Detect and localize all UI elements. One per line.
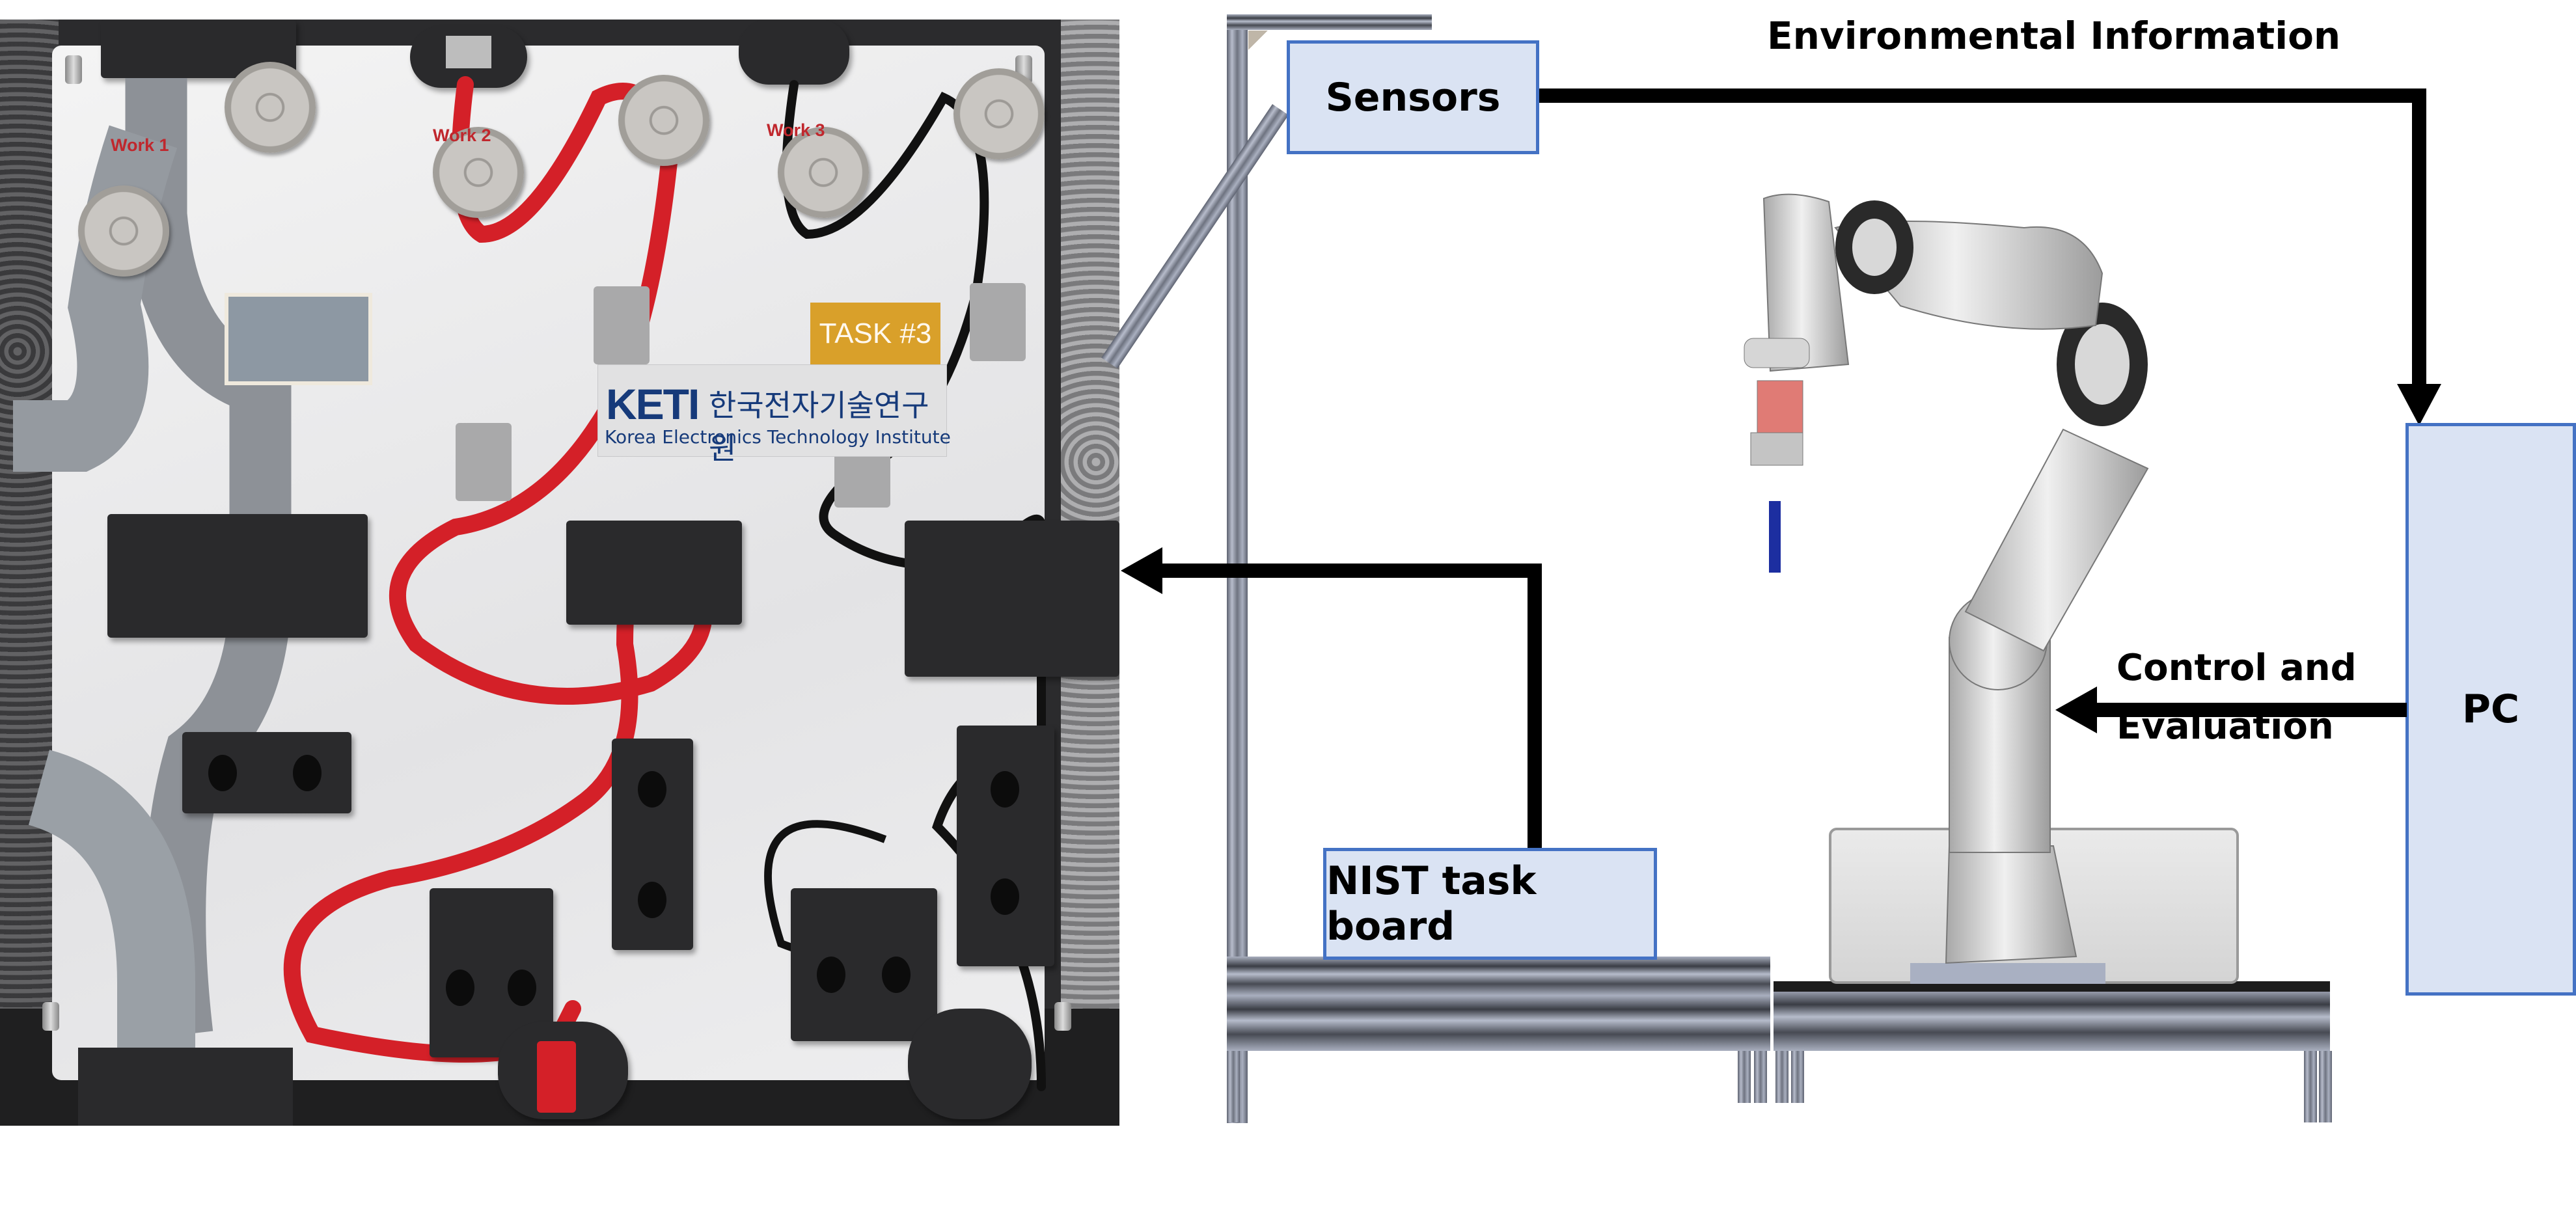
hole xyxy=(293,755,322,791)
corner-bolt xyxy=(1054,1002,1071,1031)
table-leg xyxy=(1754,1051,1767,1103)
pc-label: PC xyxy=(2461,686,2519,732)
rj45-jack-icon xyxy=(446,36,491,68)
cable-clip xyxy=(456,423,512,501)
ribbon-clamp xyxy=(225,293,372,385)
env-info-arrow-horizontal xyxy=(1539,88,2426,103)
control-arrow-line xyxy=(2096,703,2407,717)
table-leg xyxy=(1227,1051,1240,1122)
hole xyxy=(991,771,1019,808)
robot-base-link xyxy=(1945,845,2077,964)
institute-korean-name: 한국전자기술연구원 xyxy=(709,388,929,466)
robot-mount-plate xyxy=(1910,963,2105,984)
guide-block xyxy=(791,888,937,1041)
robot-link-head xyxy=(1762,193,1850,372)
gripper-body xyxy=(1757,380,1803,433)
ethernet-plug xyxy=(537,1041,576,1113)
black-cable-fixture xyxy=(905,521,1119,677)
work-1-label: Work 1 xyxy=(111,135,169,155)
task-table-rail xyxy=(1227,996,1770,1051)
task-number-badge: TASK #3 xyxy=(810,303,940,364)
keti-logo: KETI xyxy=(606,380,700,428)
tool-tip xyxy=(1769,501,1781,573)
standoff xyxy=(78,185,169,277)
sensors-label: Sensors xyxy=(1325,74,1501,120)
ribbon-fixture xyxy=(107,514,368,638)
robot-joint-wrist-cap xyxy=(1852,219,1897,276)
round-connector-top xyxy=(739,20,849,85)
workcell-diagram: Sensors Environmental Information PC Con… xyxy=(1101,0,2576,1209)
task-table-top xyxy=(1227,957,1770,996)
hole xyxy=(508,970,536,1006)
hole xyxy=(638,771,666,808)
env-info-arrow-vertical xyxy=(2412,88,2426,394)
cable-clip xyxy=(594,286,650,364)
round-connector-bottom xyxy=(908,1009,1032,1119)
robot-table-top xyxy=(1774,981,2330,992)
robot-flange xyxy=(1744,338,1810,368)
frame-top-beam xyxy=(1227,14,1432,30)
task-board-label: NIST task board xyxy=(1326,858,1537,949)
table-leg xyxy=(1791,1051,1804,1103)
taskboard-arrow-vertical xyxy=(1528,564,1542,848)
work-2-label: Work 2 xyxy=(433,126,491,145)
table-leg xyxy=(2319,1051,2332,1122)
hole xyxy=(208,755,237,791)
env-info-arrowhead-icon xyxy=(2397,384,2441,426)
taskboard-arrow-horizontal xyxy=(1145,564,1542,578)
task-board-node: NIST task board xyxy=(1323,848,1657,960)
table-leg xyxy=(1738,1051,1751,1103)
corner-bolt xyxy=(42,1002,59,1031)
hole xyxy=(991,878,1019,915)
robot-link-upper xyxy=(1964,428,2149,652)
vertical-guide-block xyxy=(957,726,1054,966)
control-label-line1: Control and xyxy=(2117,647,2357,689)
robot-arm-drawing xyxy=(1744,193,2149,964)
control-label-line2: Evaluation xyxy=(2117,705,2334,748)
standoff xyxy=(953,68,1045,159)
environmental-information-label: Environmental Information xyxy=(1767,14,2341,58)
standoff xyxy=(225,62,316,153)
institute-sign: KETI 한국전자기술연구원 Korea Electronics Technol… xyxy=(597,364,951,466)
pc-node: PC xyxy=(2405,423,2576,996)
table-leg xyxy=(2304,1051,2317,1122)
taskboard-arrowhead-icon xyxy=(1121,547,1162,594)
ribbon-connector-bottom xyxy=(78,1048,293,1126)
control-arrowhead-icon xyxy=(2055,686,2097,733)
standoff xyxy=(778,127,869,218)
ribbon-cable xyxy=(27,750,195,1074)
hole xyxy=(817,957,845,993)
hole xyxy=(882,957,911,993)
task-board-photo: Work 1 Work 2 Work 3 TASK #3 KETI 한국전자기술… xyxy=(0,20,1119,1126)
corner-gusset xyxy=(1248,31,1268,50)
work-3-label: Work 3 xyxy=(767,120,825,140)
ribbon-cable xyxy=(13,125,178,472)
red-cable-fixture xyxy=(566,521,742,625)
hole xyxy=(638,882,666,918)
standoff xyxy=(618,75,709,166)
vertical-guide-block xyxy=(612,739,693,950)
bubble-wrap-left xyxy=(0,20,59,1126)
standoff xyxy=(433,127,524,218)
sensors-node: Sensors xyxy=(1287,40,1539,154)
hole xyxy=(446,970,474,1006)
black-cable xyxy=(782,80,1046,1091)
institute-english-name: Korea Electronics Technology Institute xyxy=(605,426,951,448)
robot-table-rail xyxy=(1774,989,2330,1051)
ribbon-guide-block xyxy=(182,732,351,813)
robot-joint-shoulder-cap xyxy=(2075,324,2130,405)
cable-clip xyxy=(970,283,1026,361)
corner-bolt xyxy=(65,55,82,84)
gripper-mount xyxy=(1750,432,1803,466)
table-leg xyxy=(1775,1051,1788,1103)
